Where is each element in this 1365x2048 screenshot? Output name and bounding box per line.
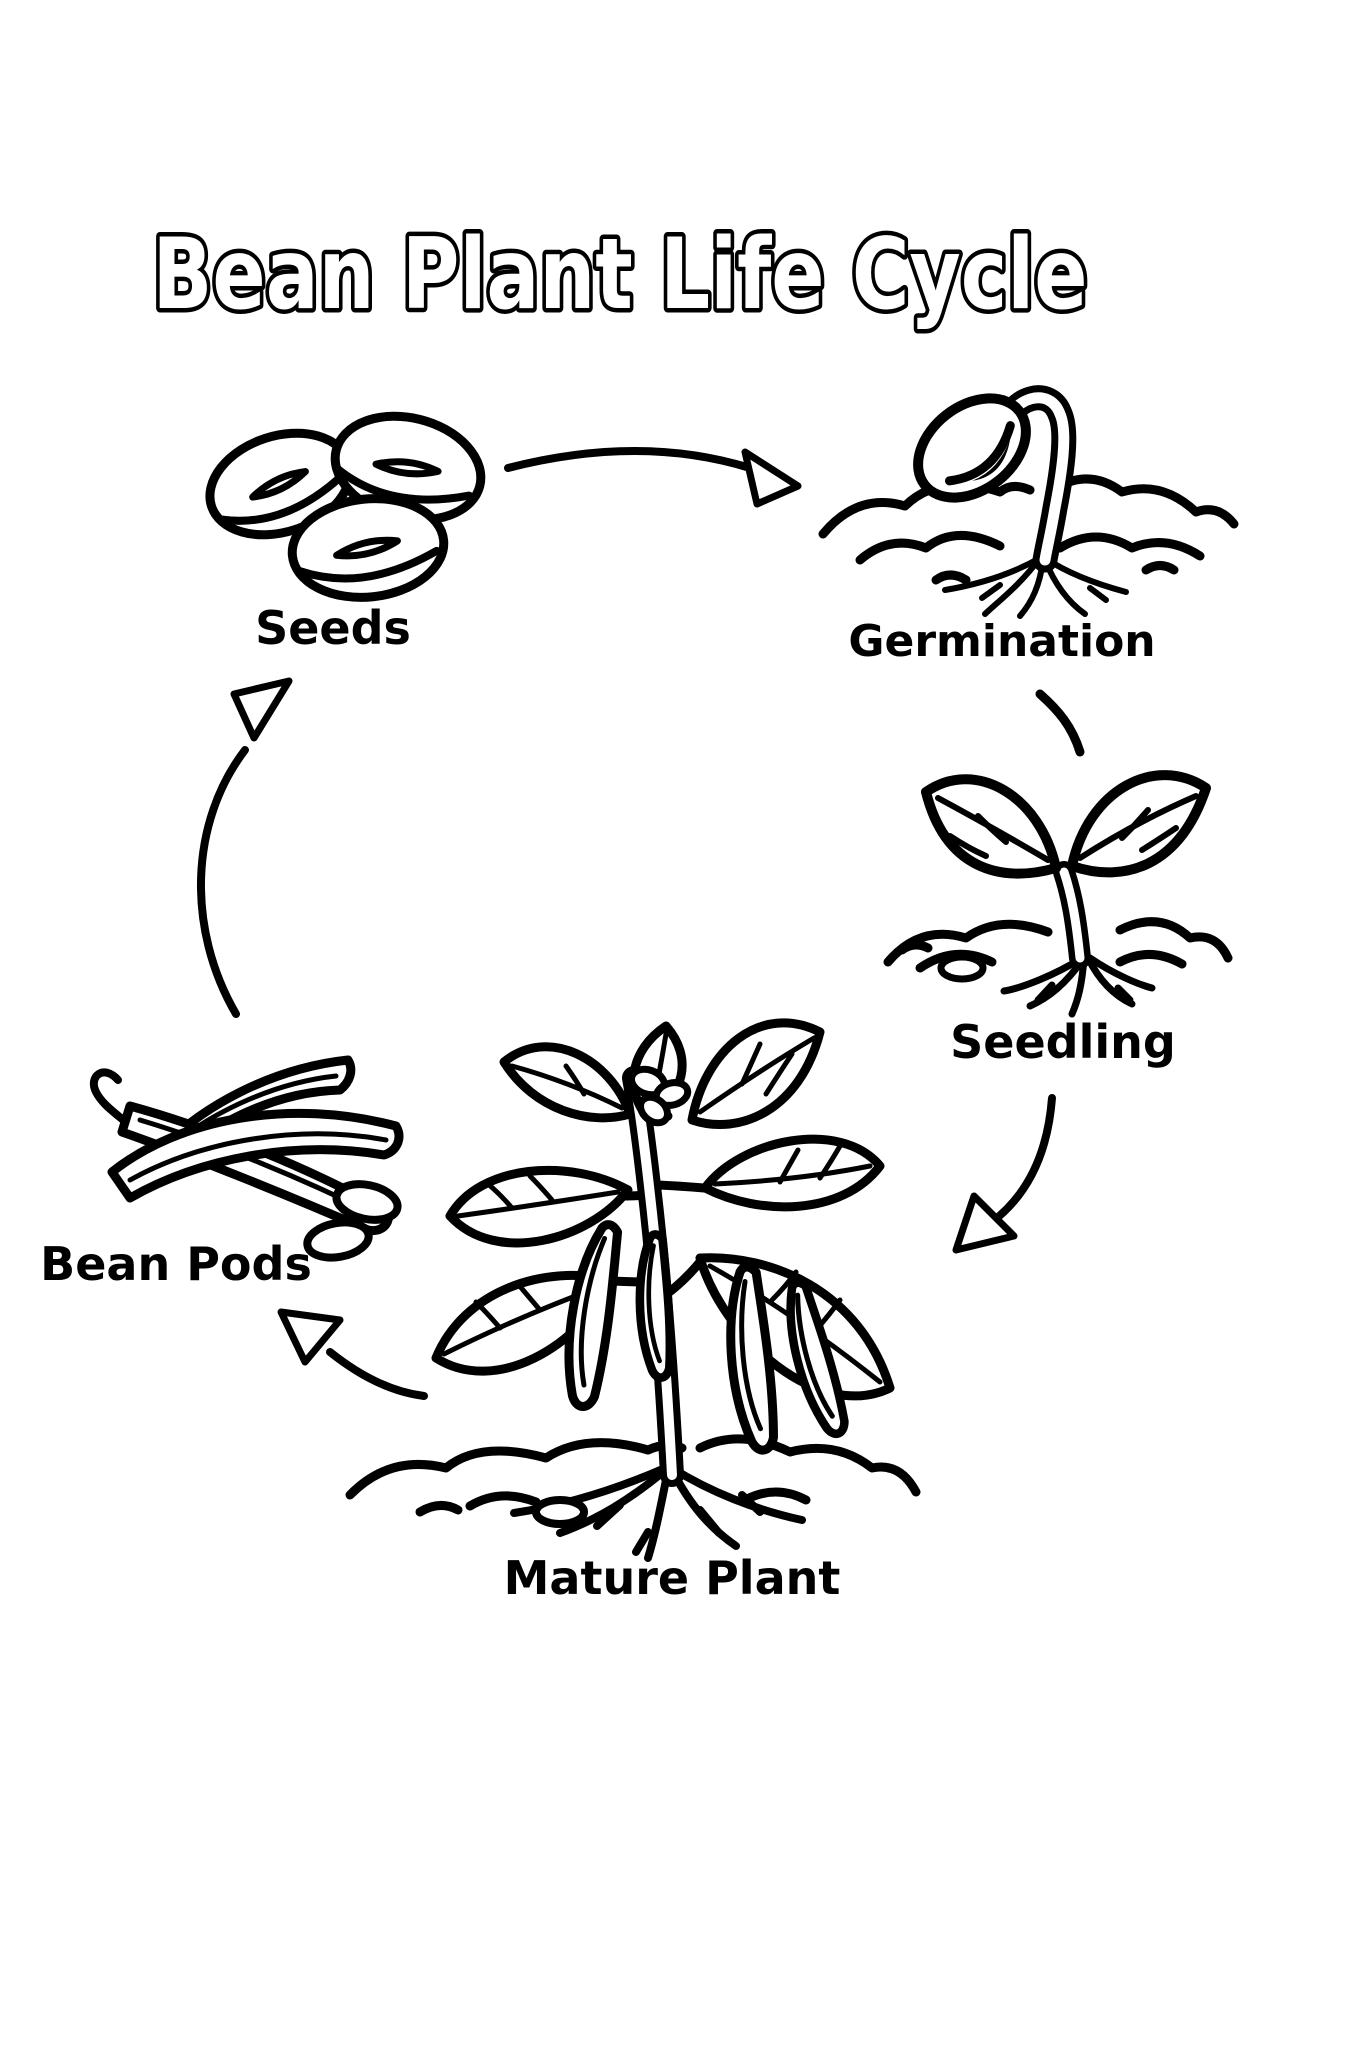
arrow-mature-plant-to-bean-pods bbox=[277, 1308, 428, 1400]
seeds-illustration bbox=[205, 411, 486, 602]
seeds-label: Seeds bbox=[255, 601, 411, 655]
bean-pods-illustration bbox=[90, 1055, 404, 1262]
page-title: Bean Plant Life Cycle bbox=[153, 218, 1088, 332]
bean-pods-label: Bean Pods bbox=[40, 1237, 312, 1291]
seedling-illustration bbox=[883, 770, 1233, 1018]
arrow-seeds-to-germination bbox=[504, 447, 802, 508]
mature-plant-label: Mature Plant bbox=[504, 1551, 841, 1605]
mature-plant-illustration bbox=[345, 1018, 921, 1562]
arrow-germination-to-seedling bbox=[1035, 689, 1085, 757]
seedling-label: Seedling bbox=[950, 1015, 1176, 1069]
germination-label: Germination bbox=[848, 616, 1155, 667]
germination-illustration bbox=[818, 385, 1239, 619]
arrow-bean-pods-to-seeds bbox=[197, 677, 293, 1018]
arrow-seedling-to-mature-plant bbox=[952, 1094, 1056, 1254]
